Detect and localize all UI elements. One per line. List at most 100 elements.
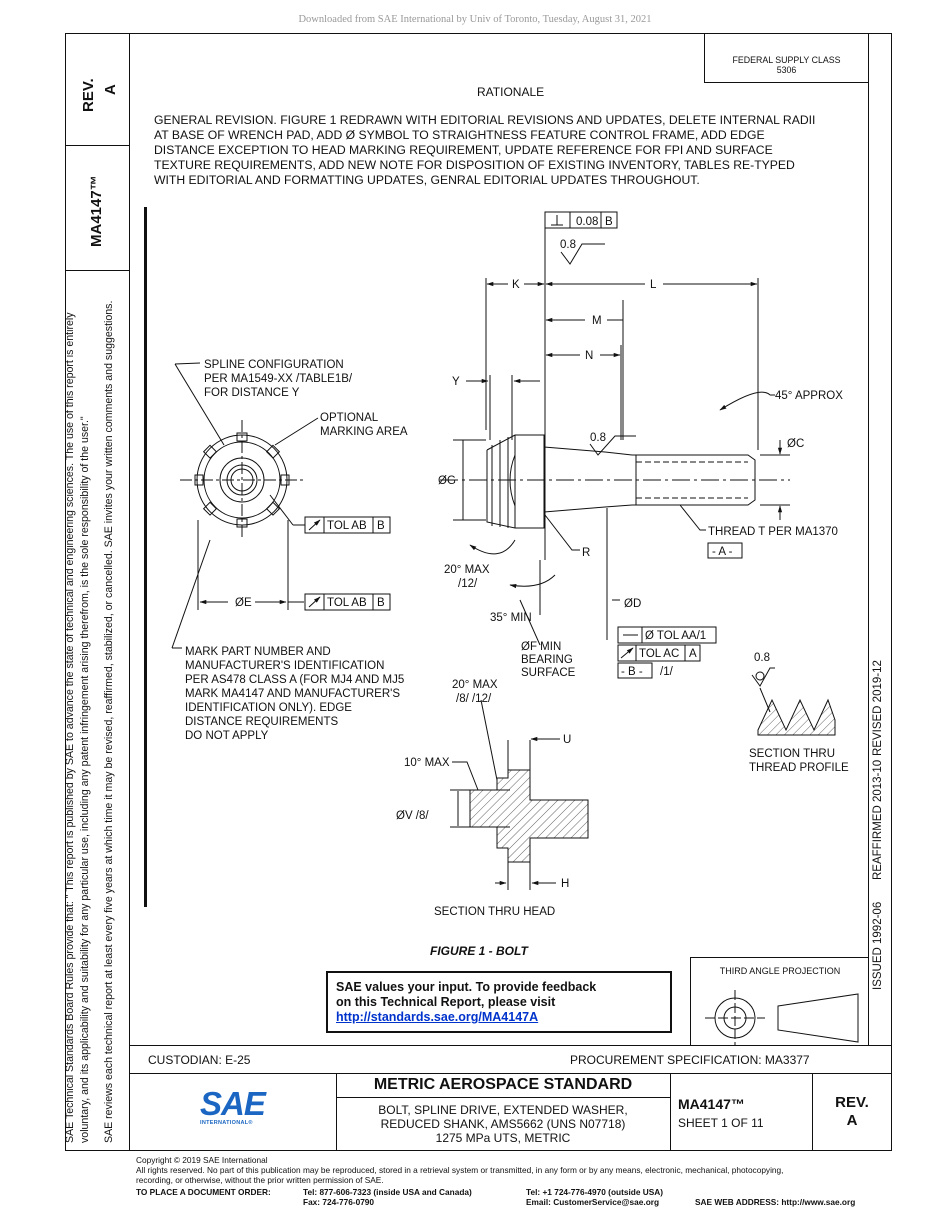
download-notice: Downloaded from SAE International by Uni… [298, 14, 652, 25]
bearing-2: BEARING [521, 654, 573, 666]
spline-note-2: PER MA1549-XX /TABLE1B/ [204, 373, 353, 385]
rationale-heading: RATIONALE [477, 85, 545, 99]
section-head-label: SECTION THRU HEAD [434, 906, 555, 918]
divider [670, 1073, 672, 1151]
dim-m: M [592, 315, 602, 327]
sae-logo-text: SAE [200, 1085, 266, 1122]
rationale-line: GENERAL REVISION. FIGURE 1 REDRAWN WITH … [154, 113, 816, 127]
min35: 35° MIN [490, 612, 532, 624]
thread-surface-value: 0.8 [754, 652, 770, 664]
rationale-line: WITH EDITORIAL AND FORMATTING UPDATES, G… [154, 173, 700, 187]
order-intl: Tel: +1 724-776-4970 (outside USA) Email… [526, 1187, 663, 1207]
perpendicularity-frame [544, 211, 618, 229]
supply-class-value: 5306 [776, 65, 797, 75]
dim-l: L [650, 279, 657, 291]
sae-logo-sub: INTERNATIONAL® [200, 1120, 253, 1126]
perp-value: 0.08 [576, 216, 598, 228]
order-us: Tel: 877-606-7323 (inside USA and Canada… [303, 1187, 472, 1207]
bearing-1: ØF MIN [521, 641, 561, 653]
tol-aa: Ø TOL AA/1 [645, 630, 706, 642]
datum-a: - A - [712, 546, 733, 558]
procurement: PROCUREMENT SPECIFICATION: MA3377 [570, 1053, 810, 1067]
tol-ab-1-datum: B [377, 520, 385, 532]
dim-d: ØD [624, 598, 641, 610]
rationale-text: GENERAL REVISION. FIGURE 1 REDRAWN WITH … [154, 113, 854, 188]
feedback-line2: on this Technical Report, please visit [336, 995, 556, 1009]
left-margin-column [65, 33, 130, 1151]
tol-ac: TOL AC [639, 648, 679, 660]
divider [65, 145, 130, 147]
mark-note-6: DISTANCE REQUIREMENTS [185, 716, 338, 728]
desc-line: 1275 MPa UTS, METRIC [435, 1131, 571, 1145]
tol-ab-1: TOL AB [327, 520, 367, 532]
tol-ab-2: TOL AB [327, 597, 367, 609]
sheet-number: SHEET 1 OF 11 [678, 1116, 764, 1130]
mark-note-7: DO NOT APPLY [185, 730, 269, 742]
rights-2: recording, or otherwise, without the pri… [136, 1175, 384, 1185]
section-thread-1: SECTION THRU [749, 748, 835, 760]
title-rev-value: A [846, 1112, 858, 1129]
copyright: Copyright © 2019 SAE International [136, 1155, 268, 1165]
max20-8-12-a: 20° MAX [452, 679, 498, 691]
desc-line: BOLT, SPLINE DRIVE, EXTENDED WASHER, [378, 1103, 628, 1117]
order-label: TO PLACE A DOCUMENT ORDER: [136, 1187, 271, 1197]
datum-b-frame: - B - [621, 666, 643, 678]
dim-n: N [585, 350, 593, 362]
marking-area-2: MARKING AREA [320, 426, 408, 438]
max20-a: 20° MAX [444, 564, 490, 576]
rights-1: All rights reserved. No part of this pub… [136, 1165, 784, 1175]
divider [336, 1073, 338, 1151]
rationale-line: TEXTURE REQUIREMENTS, ADD NEW NOTE FOR D… [154, 158, 795, 172]
bearing-3: SURFACE [521, 667, 576, 679]
title-row [130, 1045, 892, 1073]
email[interactable]: Email: CustomerService@sae.org [526, 1197, 660, 1207]
supply-class-label: FEDERAL SUPPLY CLASS [732, 55, 841, 65]
max10: 10° MAX [404, 757, 450, 769]
sae-logo: SAE INTERNATIONAL® [200, 1085, 266, 1126]
perp-datum: B [605, 216, 613, 228]
dim-y: Y [452, 376, 460, 388]
tol-ab-2-datum: B [377, 597, 385, 609]
thread-note: THREAD T PER MA1370 [708, 526, 838, 538]
revision-bar [144, 207, 147, 907]
section-thread-2: THREAD PROFILE [749, 762, 849, 774]
dim-c: ØC [787, 438, 804, 450]
tol-ac-datum: A [689, 648, 697, 660]
max20-8-12-b: /8/ /12/ [456, 693, 492, 705]
title-rev: REV. A [812, 1094, 892, 1130]
dim-u: U [563, 734, 571, 746]
spline-note-1: SPLINE CONFIGURATION [204, 359, 344, 371]
divider [65, 270, 130, 272]
custodian: CUSTODIAN: E-25 [148, 1053, 251, 1067]
marking-area-1: OPTIONAL [320, 412, 379, 424]
title-rev-label: REV. [835, 1094, 869, 1111]
divider [336, 1097, 670, 1099]
dim-v: ØV /8/ [396, 810, 429, 822]
angle-45: 45° APPROX [775, 390, 843, 402]
figure-caption: FIGURE 1 - BOLT [430, 944, 529, 958]
dim-r: R [582, 547, 590, 559]
feedback-link[interactable]: http://standards.sae.org/MA4147A [336, 1010, 539, 1024]
feedback-line1: SAE values your input. To provide feedba… [336, 980, 597, 994]
projection-box: THIRD ANGLE PROJECTION [690, 957, 869, 1046]
title-cells [130, 1073, 892, 1151]
desc-line: REDUCED SHANK, AMS5662 (UNS N07718) [380, 1117, 626, 1131]
fax: Fax: 724-776-0790 [303, 1197, 375, 1207]
max20-b: /12/ [458, 578, 478, 590]
tel-us: Tel: 877-606-7323 (inside USA and Canada… [303, 1187, 472, 1197]
surface-value-shank: 0.8 [590, 432, 606, 444]
description: BOLT, SPLINE DRIVE, EXTENDED WASHER, RED… [336, 1103, 670, 1145]
standard-title: METRIC AEROSPACE STANDARD [373, 1076, 633, 1093]
mark-note-3: PER AS478 CLASS A (FOR MJ4 AND MJ5 [185, 674, 404, 686]
spline-note-3: FOR DISTANCE Y [204, 387, 300, 399]
rationale-line: DISTANCE EXCEPTION TO HEAD MARKING REQUI… [154, 143, 773, 157]
note-1: /1/ [660, 666, 674, 678]
dim-e: ØE [235, 597, 252, 609]
web-address[interactable]: SAE WEB ADDRESS: http://www.sae.org [695, 1197, 856, 1207]
mark-note-1: MARK PART NUMBER AND [185, 646, 331, 658]
mark-note-4: MARK MA4147 AND MANUFACTURER'S [185, 688, 400, 700]
dim-h: H [561, 878, 569, 890]
title-doc-number: MA4147™ [678, 1096, 745, 1112]
divider [812, 1073, 814, 1151]
rationale-line: AT BASE OF WRENCH PAD, ADD Ø SYMBOL TO S… [154, 128, 765, 142]
